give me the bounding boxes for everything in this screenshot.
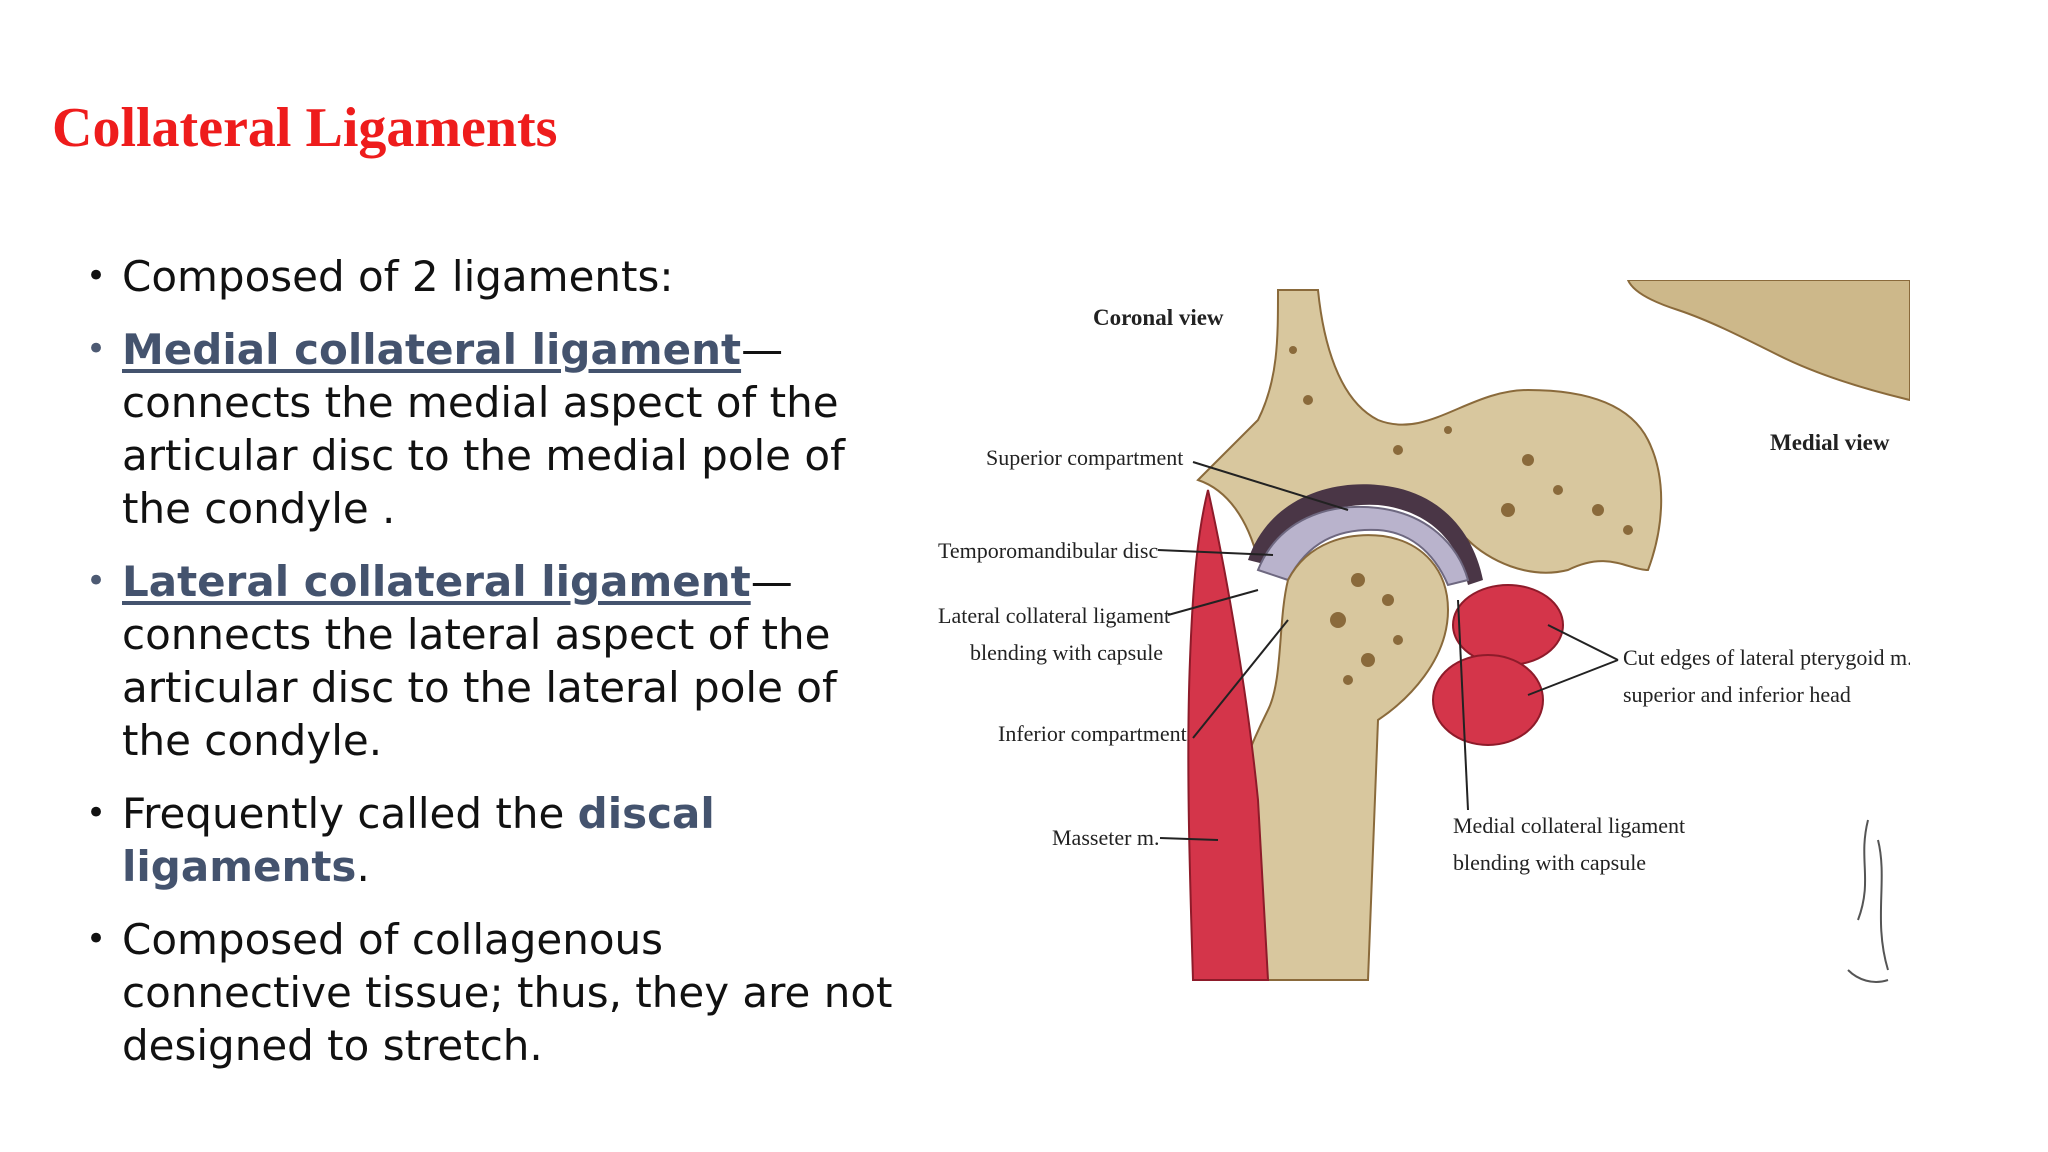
masseter-muscle — [1187, 489, 1270, 981]
tm-disc-label: Temporomandibular disc — [938, 538, 1158, 563]
bullet-item: • Composed of 2 ligaments: — [80, 250, 900, 303]
lateral-collateral-ligament-link[interactable]: Lateral collateral ligament — [122, 557, 751, 606]
bullet-list: • Composed of 2 ligaments: • Medial coll… — [80, 250, 900, 1092]
inferior-compartment-label: Inferior compartment — [998, 721, 1187, 746]
bullet-dot-icon: • — [86, 256, 107, 296]
slide-title: Collateral Ligaments — [52, 97, 558, 159]
tmj-coronal-illustration: Coronal view Medial view Superior compar… — [928, 280, 1910, 1020]
bullet-dot-icon: • — [86, 329, 107, 369]
bullet-dot-icon: • — [86, 793, 107, 833]
bullet-item: • Lateral collateral ligament— connects … — [80, 555, 900, 767]
medial-view-bone — [1626, 280, 1910, 402]
bullet-text: Frequently called the — [122, 789, 578, 838]
bullet-text: — connects the lateral aspect of the art… — [122, 557, 837, 765]
pterygoid-superior-head — [1452, 584, 1564, 666]
lateral-collateral-label-line1: Lateral collateral ligament — [938, 603, 1170, 628]
artist-signature — [1847, 819, 1889, 983]
articular-disc — [1256, 505, 1470, 587]
discal-ligaments-term: discal ligaments — [122, 789, 715, 891]
cut-edges-label-line2: superior and inferior head — [1623, 682, 1851, 707]
bullet-text: Composed of collagenous connective tissu… — [122, 915, 893, 1070]
medial-view-label: Medial view — [1770, 430, 1890, 455]
bullet-text: . — [356, 842, 370, 891]
bullet-item: • Composed of collagenous connective tis… — [80, 913, 900, 1072]
bullet-item: • Frequently called the discal ligaments… — [80, 787, 900, 893]
articular-fossa — [1248, 484, 1483, 585]
bullet-text: Composed of 2 ligaments: — [122, 252, 674, 301]
masseter-label: Masseter m. — [1052, 825, 1160, 850]
pterygoid-inferior-head — [1432, 654, 1544, 746]
cut-edges-label-line1: Cut edges of lateral pterygoid m., — [1623, 645, 1910, 670]
mandible-condyle — [1226, 534, 1450, 981]
bullet-dot-icon: • — [86, 561, 107, 601]
bullet-dot-icon: • — [86, 919, 107, 959]
superior-compartment-label: Superior compartment — [986, 445, 1183, 470]
lateral-collateral-label-line2: blending with capsule — [970, 640, 1163, 665]
medial-collateral-label-line2: blending with capsule — [1453, 850, 1646, 875]
trabecular-dots — [1289, 346, 1633, 685]
bullet-text: — connects the medial aspect of the arti… — [122, 325, 845, 533]
bullet-item: • Medial collateral ligament— connects t… — [80, 323, 900, 535]
medial-collateral-label-line1: Medial collateral ligament — [1453, 813, 1685, 838]
coronal-view-label: Coronal view — [1093, 305, 1224, 330]
medial-collateral-ligament-link[interactable]: Medial collateral ligament — [122, 325, 742, 374]
